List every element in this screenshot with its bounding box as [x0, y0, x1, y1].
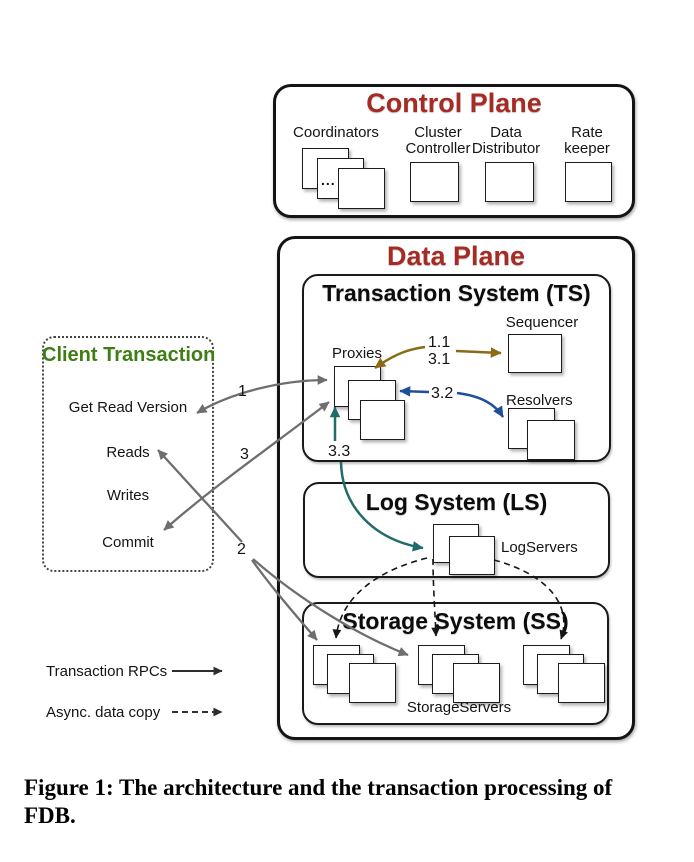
storage-system-title: Storage System (SS) [342, 608, 569, 634]
storageservers-label: StorageServers [406, 699, 512, 716]
resolver-node-2 [527, 420, 575, 460]
cluster-controller-label: Cluster Controller [405, 124, 471, 157]
figure-caption-line2: FDB. [24, 803, 76, 828]
sequencer-node [508, 334, 562, 373]
storage-system-box [302, 602, 609, 725]
control-plane-title: Control Plane [366, 88, 542, 118]
data-plane-title: Data Plane [386, 241, 526, 271]
logserver-node-2 [449, 536, 495, 575]
proxy-node-3 [360, 400, 405, 440]
sequencer-label: Sequencer [505, 314, 579, 331]
legend-rpc-label: Transaction RPCs [46, 663, 168, 680]
client-step-get-read-version: Get Read Version [68, 399, 188, 416]
flow-label-1: 1 [238, 383, 247, 400]
flow-label-2: 2 [237, 541, 246, 558]
rate-keeper-label: Rate keeper [564, 124, 610, 157]
legend-async-label: Async. data copy [46, 704, 161, 721]
coordinators-node-3 [338, 168, 385, 209]
client-step-reads: Reads [106, 444, 150, 461]
flow-label-1-1: 1.1 [428, 334, 451, 351]
figure-caption-line1: Figure 1: The architecture and the trans… [24, 775, 613, 800]
client-transaction-title: Client Transaction [42, 344, 216, 366]
flow-label-3: 3 [240, 446, 249, 463]
transaction-system-title: Transaction System (TS) [322, 280, 591, 306]
proxies-label: Proxies [332, 345, 383, 362]
coordinators-label: Coordinators [293, 124, 379, 141]
logservers-label: LogServers [501, 539, 578, 556]
flow-label-3-1: 3.1 [428, 351, 451, 368]
coordinators-ellipsis: ... [321, 172, 336, 188]
flow-label-3-3: 3.3 [328, 443, 351, 460]
rate-keeper-node [565, 162, 612, 202]
client-step-commit: Commit [102, 534, 154, 551]
transaction-system-box [302, 274, 611, 462]
storage-node-c3 [558, 663, 605, 703]
cluster-controller-node [410, 162, 459, 202]
resolvers-label: Resolvers [506, 392, 573, 409]
data-distributor-node [485, 162, 534, 202]
flow-label-3-2: 3.2 [431, 385, 454, 402]
storage-node-a3 [349, 663, 396, 703]
client-step-writes: Writes [106, 487, 150, 504]
log-system-title: Log System (LS) [365, 489, 548, 515]
data-distributor-label: Data Distributor [471, 124, 541, 157]
storage-node-b3 [453, 663, 500, 703]
figure-caption: Figure 1: The architecture and the trans… [24, 774, 678, 830]
